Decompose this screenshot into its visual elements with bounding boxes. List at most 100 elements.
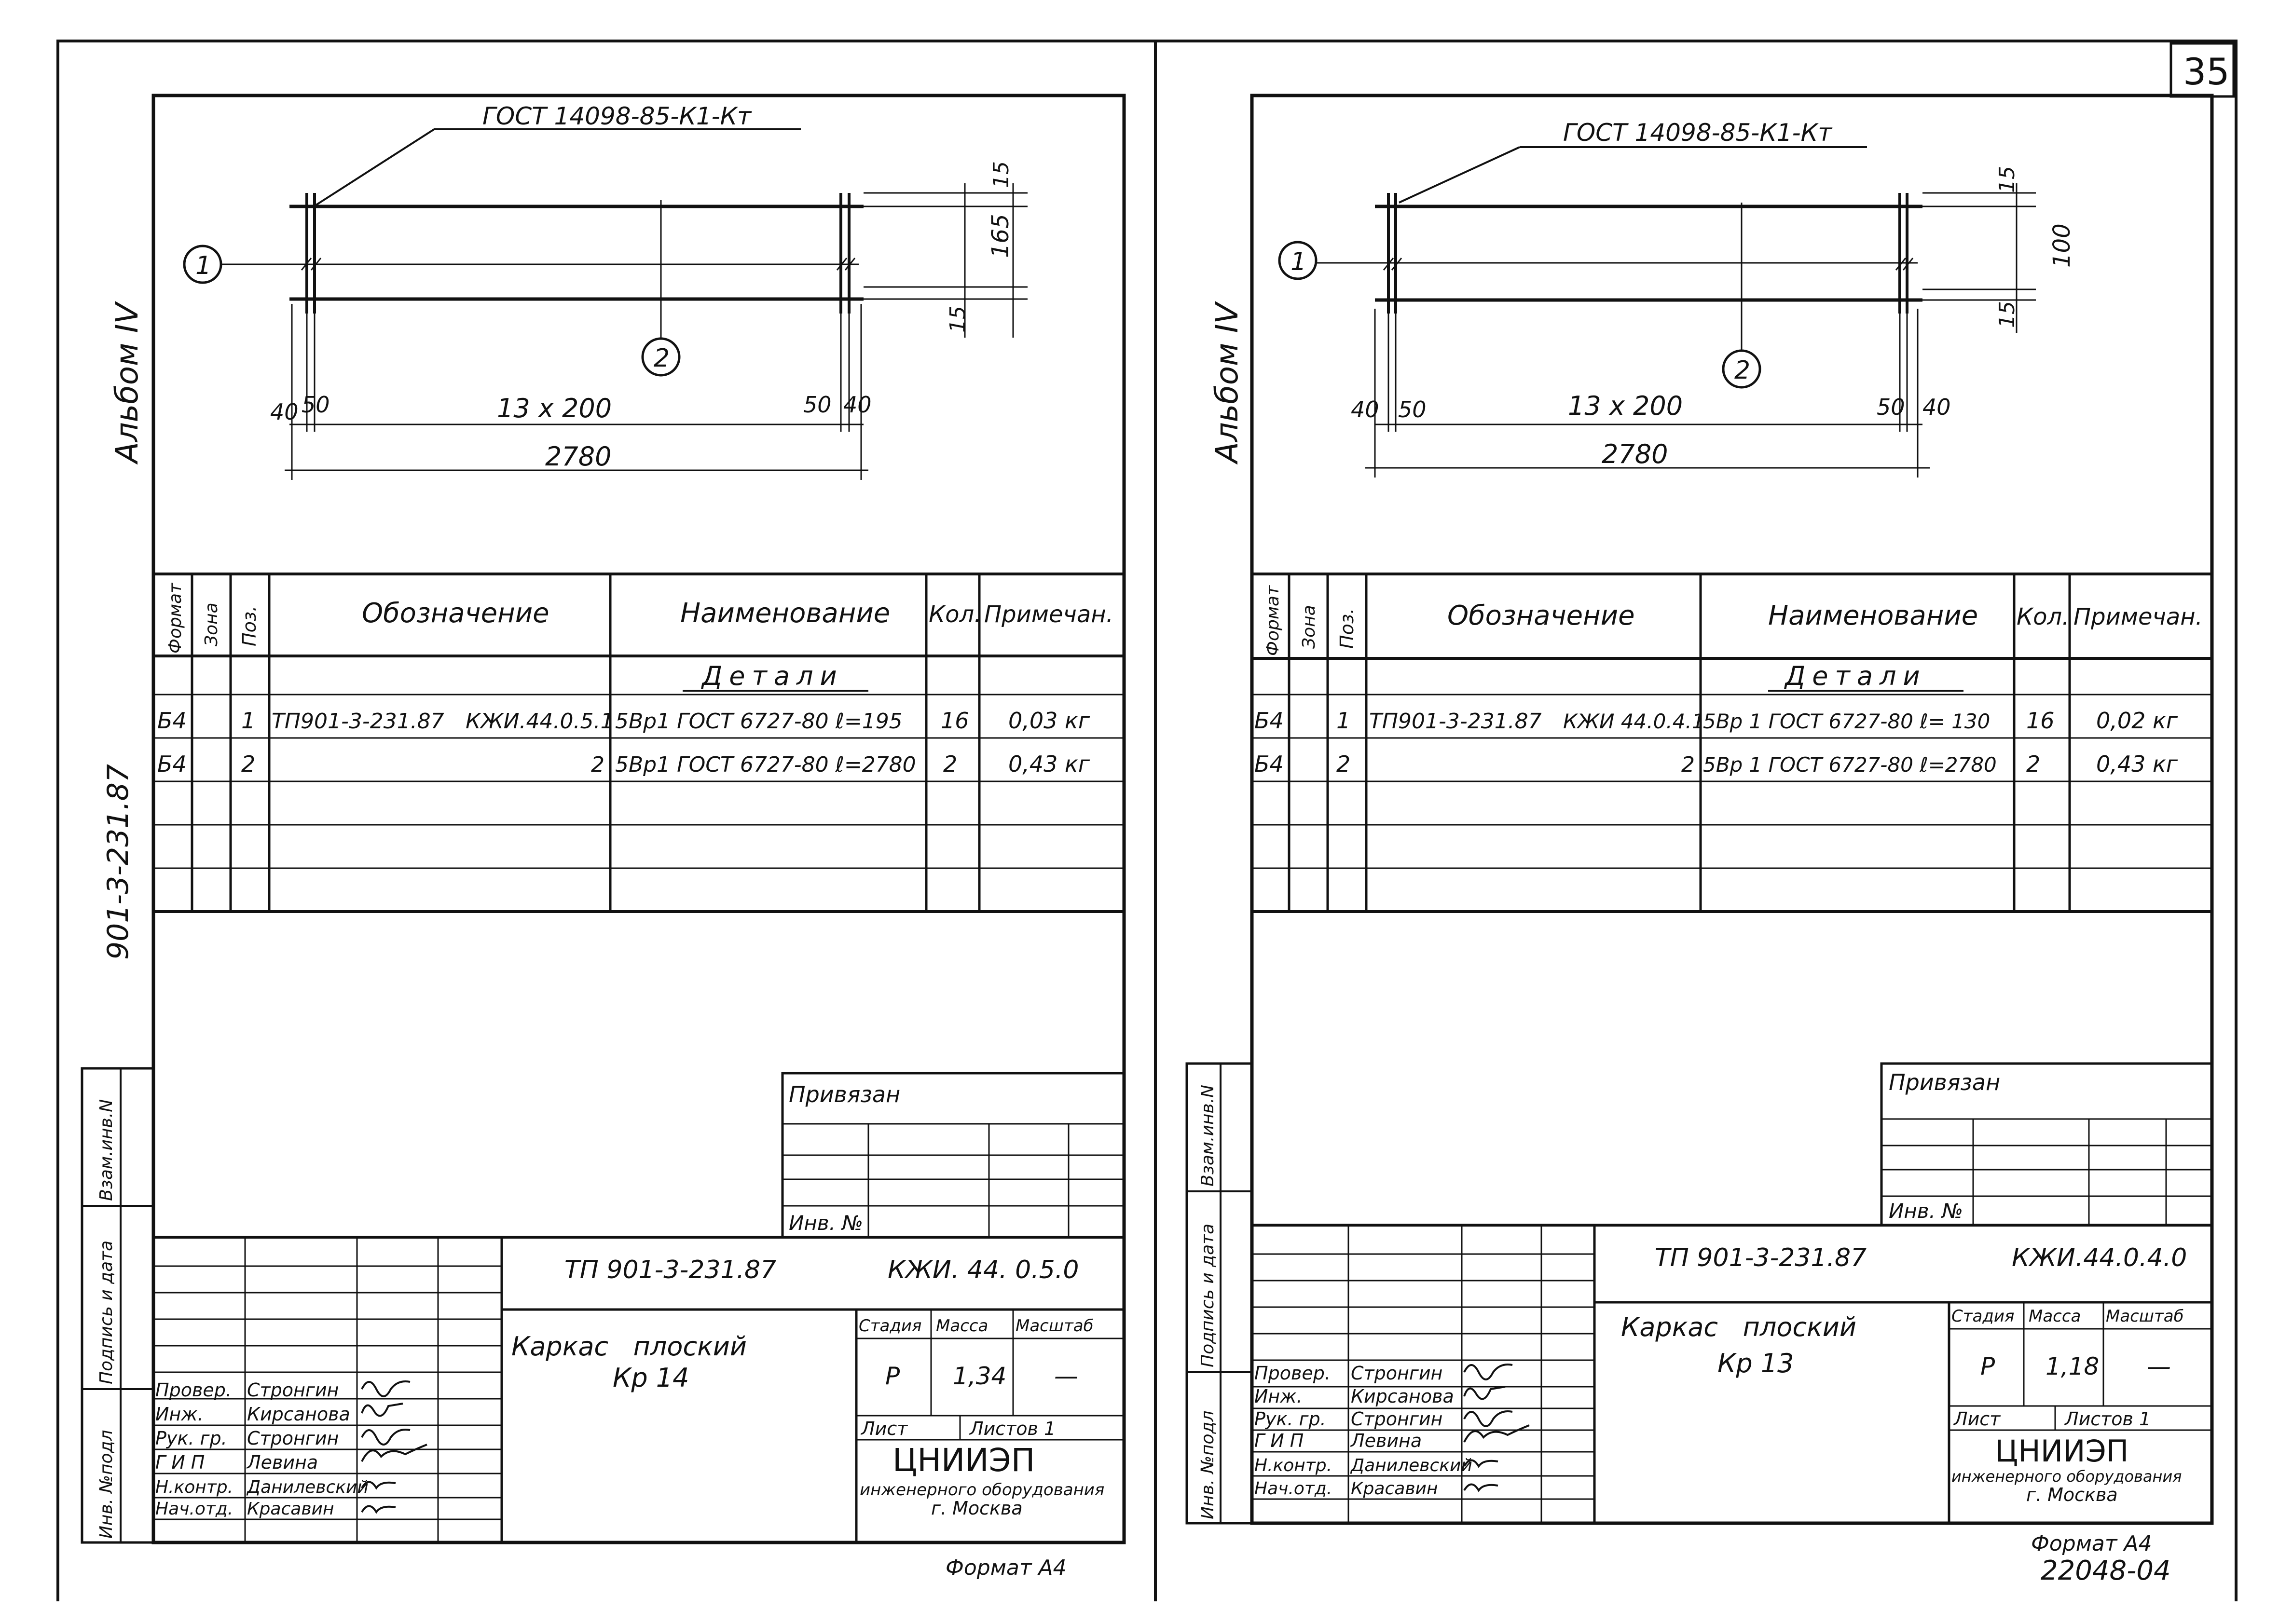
header-zone-right: Зона (1299, 605, 1319, 649)
header-designation-right: Обозначение (1447, 600, 1635, 631)
mass-left: 1,34 (953, 1362, 1006, 1390)
svg-text:Г И П: Г И П (155, 1452, 205, 1473)
svg-text:Красавин: Красавин (1351, 1479, 1438, 1499)
sheet-label-left: Лист (860, 1418, 908, 1439)
org-left: ЦНИИЭП (892, 1442, 1035, 1479)
section-title-left: Детали (701, 661, 844, 691)
scale-label-right: Масштаб (2106, 1307, 2184, 1326)
svg-text:0,02 кг: 0,02 кг (2096, 708, 2178, 734)
svg-text:2: 2 (241, 751, 255, 777)
doc-mark-left: КЖИ. 44. 0.5.0 (888, 1256, 1079, 1284)
header-note-left: Примечан. (984, 601, 1113, 628)
dim-top-left: 15 (989, 161, 1014, 188)
svg-text:Левина: Левина (1350, 1430, 1422, 1451)
svg-text:5Вр1 ГОСТ 6727-80 ℓ=195: 5Вр1 ГОСТ 6727-80 ℓ=195 (615, 709, 903, 734)
header-name-right: Наименование (1768, 600, 1978, 631)
side-stamp-inv: Инв. №подл (96, 1430, 116, 1539)
callout-1-left: 1 (195, 251, 211, 280)
svg-text:Стронгин: Стронгин (247, 1428, 339, 1449)
dim-edge-left-outer: 40 (270, 399, 299, 425)
dim-total-left: 2780 (545, 441, 611, 472)
doc-mark-right: КЖИ.44.0.4.0 (2012, 1243, 2187, 1272)
svg-text:2: 2 (591, 752, 604, 777)
stage-right: Р (1980, 1352, 1995, 1380)
dim-edge-right-outer: 40 (843, 392, 872, 418)
dim-bottom-right: 15 (1995, 301, 2019, 328)
table-row: Б4 2 2 5Вр1 ГОСТ 6727-80 ℓ=2780 2 0,43 к… (157, 751, 1090, 777)
svg-text:Н.контр.: Н.контр. (1254, 1456, 1332, 1475)
svg-text:Рук. гр.: Рук. гр. (1254, 1408, 1326, 1430)
sheet-label-right: Лист (1953, 1408, 2001, 1430)
org-right: ЦНИИЭП (1995, 1433, 2128, 1469)
svg-text:КЖИ 44.0.4.1: КЖИ 44.0.4.1 (1563, 710, 1705, 733)
svg-text:Б4: Б4 (157, 751, 187, 777)
svg-text:1: 1 (241, 708, 255, 734)
svg-text:Б4: Б4 (157, 708, 187, 734)
header-qty-left: Кол. (929, 601, 981, 628)
title-line2-right: Кр 13 (1717, 1348, 1794, 1378)
sheets-label-left: Листов 1 (969, 1418, 1056, 1439)
svg-text:Инж.: Инж. (155, 1404, 204, 1425)
scale-right: — (2147, 1352, 2171, 1380)
scale-label-left: Масштаб (1016, 1316, 1094, 1336)
gost-label-right: ГОСТ 14098-85-К1-Кт (1563, 119, 1833, 147)
header-designation-left: Обозначение (362, 598, 549, 629)
signatures-right (1463, 1364, 1530, 1492)
side-stamp-inv-right: Инв. №подл (1198, 1411, 1218, 1519)
svg-text:Стронгин: Стронгин (247, 1379, 339, 1401)
org-sub2-left: г. Москва (931, 1498, 1023, 1519)
svg-text:Стронгин: Стронгин (1351, 1408, 1442, 1430)
table-row: Б4 2 2 5Вр 1 ГОСТ 6727-80 ℓ=2780 2 0,43 … (1254, 751, 2178, 777)
svg-text:16: 16 (2026, 708, 2055, 734)
svg-text:ТП901-3-231.87: ТП901-3-231.87 (272, 709, 444, 734)
dim-edge-left-outer-right: 40 (1351, 396, 1379, 423)
project-code-vertical: 901-3-231.87 (101, 764, 135, 960)
mass-right: 1,18 (2046, 1352, 2099, 1380)
callout-2-right: 2 (1734, 356, 1750, 385)
svg-text:Рук. гр.: Рук. гр. (155, 1428, 227, 1449)
stage-left: Р (885, 1362, 900, 1390)
svg-text:ТП901-3-231.87: ТП901-3-231.87 (1369, 709, 1542, 734)
dim-edge-left-inner-right: 50 (1398, 396, 1427, 423)
svg-text:Левина: Левина (246, 1452, 318, 1473)
mass-label-left: Масса (936, 1316, 988, 1336)
dim-height-left: 165 (987, 214, 1014, 258)
svg-text:5Вр 1 ГОСТ 6727-80 ℓ=2780: 5Вр 1 ГОСТ 6727-80 ℓ=2780 (1703, 753, 1997, 777)
dim-edge-right-inner-right: 50 (1877, 394, 1905, 420)
attached-label-left: Привязан (789, 1081, 900, 1107)
table-row: Б4 1 ТП901-3-231.87 КЖИ 44.0.4.1 5Вр 1 Г… (1254, 708, 2178, 734)
svg-text:Провер.: Провер. (1254, 1363, 1331, 1384)
archive-number: 22048-04 (2041, 1555, 2171, 1586)
album-label: Альбом IV (110, 300, 145, 465)
stage-label-left: Стадия (859, 1316, 921, 1336)
svg-text:1: 1 (1336, 708, 1350, 734)
signatures-left (361, 1380, 427, 1514)
format-label-left: Формат А4 (946, 1556, 1067, 1580)
attached-label-right: Привязан (1889, 1069, 2000, 1095)
org-sub1-left: инженерного оборудования (860, 1480, 1104, 1500)
stage-label-right: Стадия (1951, 1307, 2014, 1326)
dim-bottom-left: 15 (946, 306, 970, 333)
svg-text:Нач.отд.: Нач.отд. (1254, 1479, 1332, 1499)
svg-text:Нач.отд.: Нач.отд. (155, 1499, 233, 1519)
sheet-right: ГОСТ 14098-85-К1-Кт 1 2 15 100 15 (1185, 94, 2214, 1556)
dim-edge-left-inner: 50 (302, 392, 330, 418)
svg-text:Б4: Б4 (1254, 751, 1284, 777)
svg-text:Б4: Б4 (1254, 708, 1284, 734)
header-note-right: Примечан. (2073, 603, 2203, 630)
dim-height-right: 100 (2048, 223, 2075, 268)
side-stamp-replace: Взам.инв.N (96, 1099, 116, 1201)
dim-total-right: 2780 (1602, 439, 1668, 469)
svg-text:16: 16 (941, 708, 969, 734)
header-pos-left: Поз. (239, 606, 260, 646)
svg-text:Кирсанова: Кирсанова (1351, 1386, 1454, 1407)
svg-text:Кирсанова: Кирсанова (247, 1404, 350, 1425)
doc-code-left: ТП 901-3-231.87 (564, 1256, 776, 1284)
dim-pitch-left: 13 x 200 (497, 393, 612, 423)
svg-text:2: 2 (1336, 751, 1350, 777)
callout-2-left: 2 (654, 344, 670, 373)
svg-text:2: 2 (2026, 751, 2040, 777)
svg-text:Данилевский: Данилевский (246, 1477, 369, 1497)
mass-label-right: Масса (2029, 1307, 2081, 1326)
header-pos-right: Поз. (1336, 608, 1358, 649)
